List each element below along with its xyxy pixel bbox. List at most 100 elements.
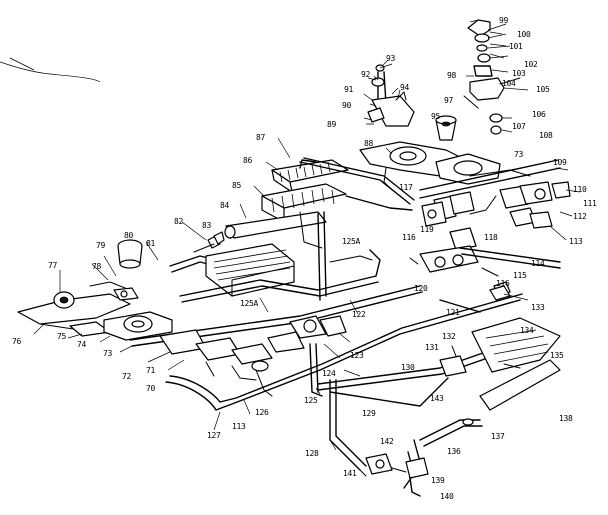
- label-134: 134: [520, 326, 534, 335]
- label-112: 112: [573, 212, 587, 221]
- label-121: 121: [446, 308, 460, 317]
- label-71: 71: [146, 366, 156, 375]
- label-77: 77: [48, 261, 58, 270]
- label-115: 115: [513, 271, 527, 280]
- label-92: 92: [361, 70, 371, 79]
- lower-right-tube: [419, 359, 561, 447]
- connector-line: [439, 299, 481, 313]
- label-141: 141: [343, 469, 357, 478]
- label-70: 70: [146, 384, 156, 393]
- label-100: 100: [517, 30, 531, 39]
- label-120: 120: [414, 284, 428, 293]
- label-105: 105: [536, 85, 550, 94]
- label-111: 111: [583, 199, 597, 208]
- scan-mark: [0, 61, 101, 83]
- label-88: 88: [364, 139, 374, 148]
- label-73-lower: 73: [103, 349, 113, 358]
- broiler-burner: [261, 157, 415, 223]
- label-132: 132: [442, 332, 456, 341]
- label-87: 87: [256, 133, 266, 142]
- label-83: 83: [202, 221, 212, 230]
- label-142: 142: [380, 437, 394, 446]
- label-99: 99: [499, 16, 509, 25]
- label-129: 129: [362, 409, 376, 418]
- label-137: 137: [491, 432, 505, 441]
- label-106: 106: [532, 110, 546, 119]
- label-76: 76: [12, 337, 22, 346]
- label-133: 133: [531, 303, 545, 312]
- label-131: 131: [425, 343, 439, 352]
- main-manifold: [129, 285, 423, 397]
- label-118: 118: [484, 233, 498, 242]
- label-108: 108: [539, 131, 553, 140]
- label-107: 107: [512, 122, 526, 131]
- upper-burner-88: [359, 141, 531, 191]
- label-89: 89: [327, 120, 337, 129]
- label-90: 90: [342, 101, 352, 110]
- upper-left-valve: [363, 63, 415, 127]
- label-130: 130: [401, 363, 415, 372]
- part-80: [117, 239, 143, 269]
- label-79: 79: [96, 241, 106, 250]
- label-143: 143: [430, 394, 444, 403]
- label-91: 91: [344, 85, 354, 94]
- connector-line: [329, 255, 373, 263]
- label-104: 104: [502, 79, 516, 88]
- label-82: 82: [174, 217, 184, 226]
- label-122: 122: [352, 310, 366, 319]
- part-95: [435, 115, 457, 141]
- label-116-lower: 116: [496, 279, 510, 288]
- label-114: 114: [531, 259, 545, 268]
- left-top-burner: [17, 281, 173, 341]
- leader-lines: [33, 19, 507, 451]
- label-116-upper: 116: [402, 233, 416, 242]
- connector-line: [193, 243, 215, 253]
- lower-right-burner: [317, 285, 561, 407]
- label-119: 119: [420, 225, 434, 234]
- pipe-127: [165, 293, 523, 411]
- label-86: 86: [243, 156, 253, 165]
- label-74: 74: [77, 340, 87, 349]
- label-127: 127: [207, 431, 221, 440]
- label-125A-lower: 125A: [240, 299, 259, 308]
- label-124: 124: [322, 369, 336, 378]
- label-84: 84: [220, 201, 230, 210]
- label-93: 93: [386, 54, 396, 63]
- lower-pilot: [359, 439, 429, 497]
- label-85: 85: [232, 181, 242, 190]
- label-123: 123: [350, 351, 364, 360]
- label-128: 128: [305, 449, 319, 458]
- label-113: 113: [569, 237, 583, 246]
- label-81: 81: [146, 239, 156, 248]
- label-102: 102: [524, 60, 538, 69]
- scan-mark: [9, 57, 35, 71]
- burner-tube-84: [224, 211, 327, 301]
- label-125: 125: [304, 396, 318, 405]
- upper-valve-assembly: [463, 19, 529, 135]
- label-94: 94: [400, 83, 410, 92]
- label-110: 110: [573, 185, 587, 194]
- label-73: 73: [514, 150, 524, 159]
- label-140: 140: [440, 492, 454, 501]
- label-98: 98: [447, 71, 457, 80]
- label-126: 126: [255, 408, 269, 417]
- oven-burner: [169, 243, 381, 303]
- label-101: 101: [509, 42, 523, 51]
- label-103: 103: [512, 69, 526, 78]
- label-117: 117: [399, 183, 413, 192]
- label-78: 78: [92, 262, 102, 271]
- label-113-lower: 113: [232, 422, 246, 431]
- label-72: 72: [122, 372, 132, 381]
- label-80: 80: [124, 231, 134, 240]
- label-75: 75: [57, 332, 67, 341]
- label-135: 135: [550, 351, 564, 360]
- label-138: 138: [559, 414, 573, 423]
- label-136: 136: [447, 447, 461, 456]
- label-97: 97: [444, 96, 454, 105]
- label-139: 139: [431, 476, 445, 485]
- connector-line: [299, 159, 317, 169]
- label-95: 95: [431, 112, 441, 121]
- label-125A-upper: 125A: [342, 237, 361, 246]
